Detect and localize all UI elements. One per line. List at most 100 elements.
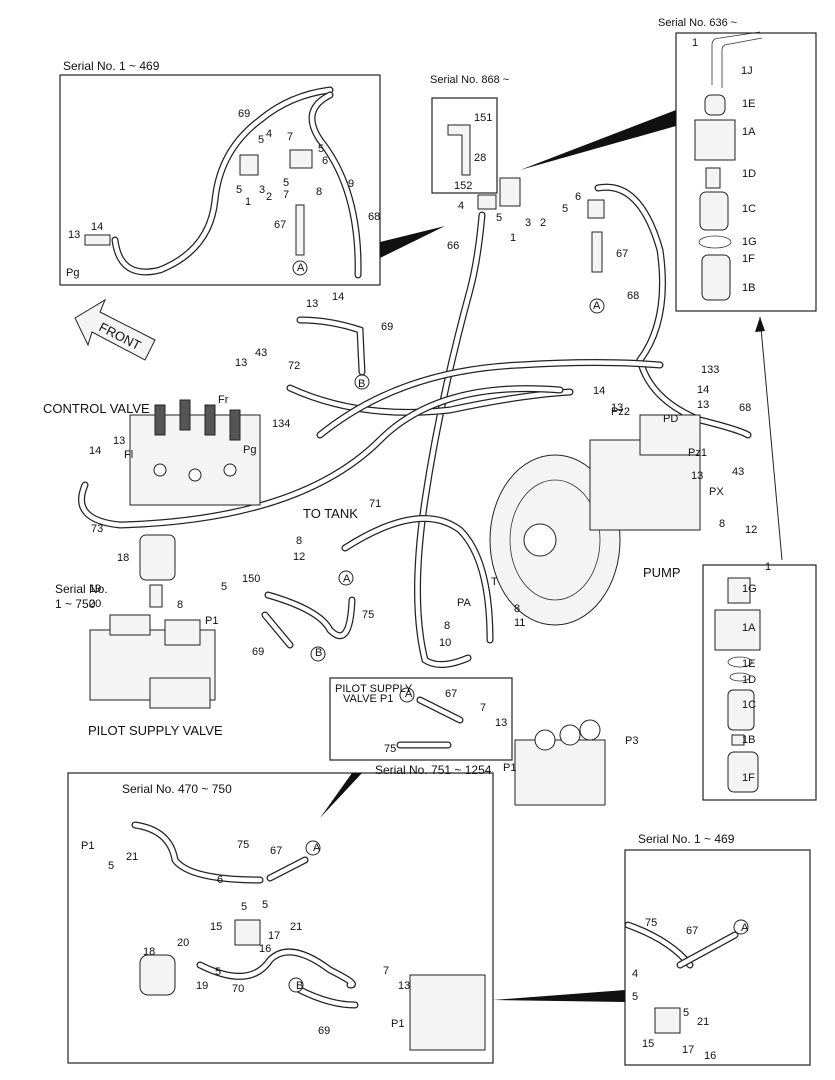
callout-101: 7 <box>480 702 486 714</box>
callout-27: 3 <box>525 217 531 229</box>
callout-23: 4 <box>458 200 464 212</box>
callout-91: 1 <box>765 561 771 573</box>
callout-122: 5 <box>215 966 221 978</box>
callout-69: 8 <box>719 518 725 530</box>
serial-label-top-left: Serial No. 1 ~ 469 <box>63 59 160 73</box>
callout-76: 20 <box>89 598 101 610</box>
callout-4: 6 <box>322 155 328 167</box>
callout-81: P1 <box>205 615 218 627</box>
callout-18: 14 <box>91 221 103 233</box>
callout-108: 5 <box>108 860 114 872</box>
callout-26: 1 <box>510 232 516 244</box>
marker-b-2 <box>354 374 370 390</box>
valve-1 <box>239 154 259 176</box>
block-15 <box>234 919 261 946</box>
callout-15: 67 <box>274 219 286 231</box>
pointer-wedge-3 <box>320 773 362 818</box>
callout-22: 152 <box>454 180 472 192</box>
callout-37: 1A <box>742 126 756 138</box>
pump-assembly <box>489 414 701 626</box>
callout-115: 21 <box>290 921 302 933</box>
callout-111: A <box>313 842 321 854</box>
callout-41: 1F <box>742 253 755 265</box>
callout-14: 68 <box>368 211 380 223</box>
callout-12: 8 <box>316 186 322 198</box>
callout-39: 1C <box>742 203 756 215</box>
callout-57: 14 <box>593 385 605 397</box>
callout-46: B <box>358 378 365 390</box>
callout-11: 7 <box>283 189 289 201</box>
serial-label-mid-inset: Serial No. 751 ~ 1254 <box>375 763 492 777</box>
callout-44: 14 <box>332 291 344 303</box>
callout-29: 6 <box>575 191 581 203</box>
callout-7: 5 <box>236 184 242 196</box>
callout-25: 66 <box>447 240 459 252</box>
callout-61: 14 <box>697 384 709 396</box>
title-to-tank: TO TANK <box>303 506 358 521</box>
inset-box-bottom-left <box>67 772 494 1064</box>
callout-106: P1 <box>81 840 94 852</box>
callout-45: 69 <box>381 321 393 333</box>
callout-6: 1 <box>245 196 251 208</box>
callout-78: 150 <box>242 573 260 585</box>
callout-8: 3 <box>259 184 265 196</box>
callout-100: A <box>405 688 413 700</box>
block-15b <box>654 1007 681 1034</box>
callout-30: 5 <box>562 203 568 215</box>
callout-134: 5 <box>683 1007 689 1019</box>
callout-70: 12 <box>745 524 757 536</box>
filter-18b <box>139 954 176 996</box>
title-control-valve: CONTROL VALVE <box>43 401 150 416</box>
callout-94: 1E <box>742 658 755 670</box>
callout-103: 75 <box>384 743 396 755</box>
serial-label-bottom-right: Serial No. 1 ~ 469 <box>638 832 735 846</box>
callout-89: 11 <box>514 617 525 629</box>
callout-49: 72 <box>288 360 300 372</box>
pointer-wedge-2 <box>520 110 676 170</box>
callout-66: 13 <box>691 470 703 482</box>
callout-73: 71 <box>369 498 381 510</box>
callout-118: 16 <box>259 943 271 955</box>
callout-126: 13 <box>398 980 410 992</box>
callout-117: 17 <box>268 930 280 942</box>
callout-9: 2 <box>266 191 272 203</box>
callout-74: 18 <box>117 552 129 564</box>
callout-60: 133 <box>701 364 719 376</box>
callout-58: 13 <box>611 402 623 414</box>
callout-130: 67 <box>686 925 698 937</box>
callout-52: Pg <box>243 444 256 456</box>
fitting-13-14 <box>84 234 111 246</box>
callout-48: 43 <box>255 347 267 359</box>
marker-a-5 <box>733 919 749 935</box>
callout-42: 1B <box>742 282 755 294</box>
callout-54: 13 <box>113 435 125 447</box>
callout-92: 1G <box>742 583 757 595</box>
valve-1b <box>499 177 521 207</box>
callout-97: 1B <box>742 734 755 746</box>
serial-label-mid-left-1: Serial No. <box>55 582 108 596</box>
callout-88: 8 <box>444 620 450 632</box>
callout-86: T <box>491 576 498 588</box>
callout-112: 6 <box>217 874 223 886</box>
callout-136: 15 <box>642 1038 654 1050</box>
callout-72: 12 <box>293 551 305 563</box>
inset-box-bottom-right <box>624 849 811 1066</box>
callout-129: 75 <box>645 917 657 929</box>
callout-99: 67 <box>445 688 457 700</box>
callout-120: 20 <box>177 937 189 949</box>
callout-34: 1 <box>692 37 698 49</box>
callout-19: Pg <box>66 267 79 279</box>
callout-80: 8 <box>177 599 183 611</box>
callout-63: 68 <box>739 402 751 414</box>
callout-31: 67 <box>616 248 628 260</box>
callout-75: 19 <box>89 583 101 595</box>
callout-133: 5 <box>632 991 638 1003</box>
callout-82: 75 <box>362 609 374 621</box>
callout-64: PD <box>663 413 678 425</box>
title-pilot-supply: PILOT SUPPLY <box>335 683 413 695</box>
callout-114: 5 <box>262 899 268 911</box>
callout-85: PA <box>457 597 472 609</box>
callout-55: Fl <box>124 449 133 461</box>
